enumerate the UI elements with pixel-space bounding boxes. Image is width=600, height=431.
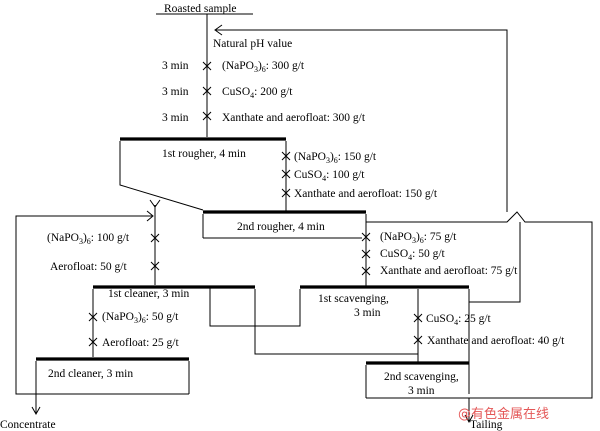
rougher2-reagent-marks [281, 151, 291, 198]
cleaner2-label: 2nd cleaner, 3 min [48, 368, 133, 380]
cleaner2-reagent-1: (NaPO3)6: 50 g/t [102, 311, 179, 325]
concentrate-label: Concentrate [0, 419, 56, 431]
rougher1-cell [119, 137, 287, 211]
scav1-label-line2: 3 min [354, 307, 381, 319]
scav1-reagent-marks [361, 232, 371, 276]
cross-mark [202, 61, 212, 71]
scav1-cell [300, 285, 470, 394]
rougher1-label: 1st rougher, 4 min [162, 148, 246, 160]
cond-time-1: 3 min [162, 60, 189, 72]
cleaner1-label: 1st cleaner, 3 min [108, 288, 190, 300]
flow-arrow [146, 210, 154, 222]
watermark-text: @有色金属在线 [458, 406, 549, 422]
cleaner1-scav-link [209, 287, 301, 327]
rougher2-reagent-1: (NaPO3)6: 150 g/t [294, 151, 377, 165]
cross-mark [361, 249, 371, 259]
cross-mark [281, 151, 291, 161]
cleaner2-reagent-marks [88, 312, 98, 347]
scav2-label-line1: 2nd scavenging, [384, 371, 459, 383]
scav1-reagent-2: CuSO4: 50 g/t [380, 248, 446, 262]
scav1-reagent-1: (NaPO3)6: 75 g/t [380, 231, 457, 245]
cross-mark [413, 313, 423, 323]
cond-time-2: 3 min [162, 86, 189, 98]
cleaner1-tailing-line [254, 312, 418, 355]
scav2-label-line2: 3 min [408, 385, 435, 397]
rougher2-reagent-3: Xanthate and aerofloat: 150 g/t [294, 188, 438, 200]
flow-arrow [149, 199, 161, 208]
cross-mark [202, 86, 212, 96]
scav-recycle-top-line [216, 29, 508, 212]
flow-arrow [464, 414, 474, 424]
scav1-recycle-line [469, 222, 521, 303]
cleaner1-reagent-1: (NaPO3)6: 100 g/t [47, 232, 130, 246]
cleaner2-reagent-2: Aerofloat: 25 g/t [102, 337, 179, 349]
cross-mark [150, 233, 160, 243]
cross-mark [413, 335, 423, 345]
scav2-reagent-1: CuSO4: 25 g/t [426, 313, 492, 327]
scav1-label-line1: 1st scavenging, [318, 293, 389, 305]
cleaner1-reagent-2: Aerofloat: 50 g/t [50, 261, 127, 273]
cross-mark [150, 261, 160, 271]
cleaner1-reagent-marks [150, 233, 160, 271]
ph-note: Natural pH value [213, 38, 292, 50]
cross-mark [88, 312, 98, 322]
cross-mark [281, 188, 291, 198]
flow-arrow [214, 24, 223, 36]
cond-reagent-1: (NaPO3)6: 300 g/t [222, 60, 305, 74]
rougher2-reagent-2: CuSO4: 100 g/t [294, 169, 365, 183]
cross-mark [361, 232, 371, 242]
cross-mark [281, 169, 291, 179]
cleaner1-cell [93, 285, 256, 312]
rougher1-left-slope [119, 141, 204, 211]
scav2-reagent-2: Xanthate and aerofloat: 40 g/t [427, 335, 565, 347]
scav1-reagent-3: Xanthate and aerofloat: 75 g/t [380, 265, 518, 277]
cross-mark [202, 111, 212, 121]
cross-mark [361, 266, 371, 276]
cross-mark [88, 337, 98, 347]
scav2-reagent-marks [413, 313, 423, 345]
rougher2-label: 2nd rougher, 4 min [237, 221, 325, 233]
cond-time-3: 3 min [162, 112, 189, 124]
feed-label: Roasted sample [164, 3, 237, 15]
cond-reagent-3: Xanthate and aerofloat: 300 g/t [222, 112, 366, 124]
flow-arrow [31, 406, 41, 416]
cond-reagent-2: CuSO4: 200 g/t [222, 86, 293, 100]
tailing-label: Tailing [470, 419, 503, 431]
scav2-cell [365, 361, 469, 399]
scav2-recycle-line [366, 211, 593, 399]
cleaner2-recycle-line [15, 215, 152, 395]
cleaner2-cell [36, 357, 190, 395]
conditioning-marks [202, 61, 212, 121]
rougher2-cell [202, 210, 366, 239]
